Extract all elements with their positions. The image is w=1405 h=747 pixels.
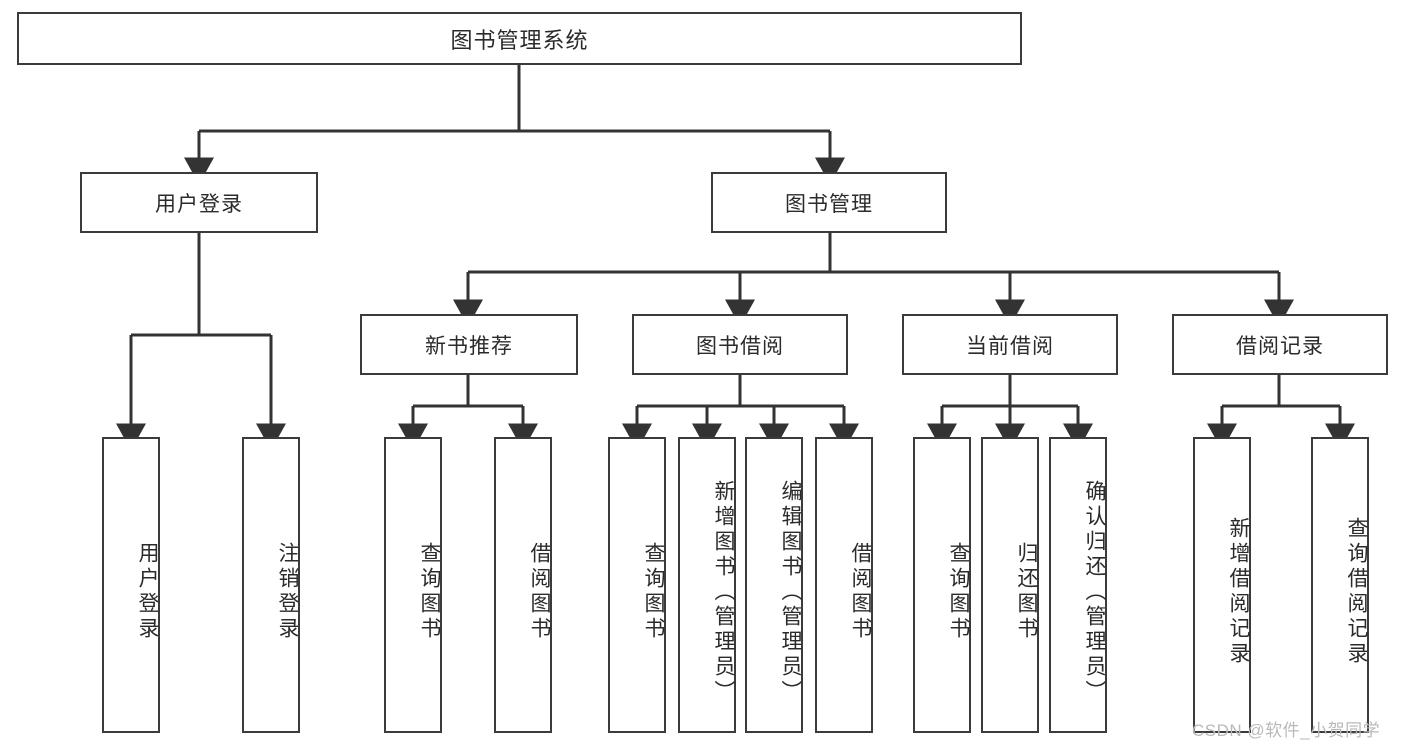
node-book-management[interactable]: 图书管理 bbox=[711, 172, 947, 233]
leaf-borrow-query-book[interactable]: 查询图书 bbox=[608, 437, 666, 733]
leaf-recommend-borrow-book[interactable]: 借阅图书 bbox=[494, 437, 552, 733]
node-label: 查询图书 bbox=[418, 542, 441, 642]
node-current-borrow[interactable]: 当前借阅 bbox=[902, 314, 1118, 375]
node-label: 借阅图书 bbox=[849, 542, 872, 642]
leaf-user-login[interactable]: 用户登录 bbox=[102, 437, 160, 733]
leaf-borrow-add-book-admin[interactable]: 新增图书（管理员） bbox=[678, 437, 736, 733]
leaf-current-confirm-return-admin[interactable]: 确认归还（管理员） bbox=[1049, 437, 1107, 733]
node-label: 借阅图书 bbox=[528, 542, 551, 642]
node-label: 查询图书 bbox=[947, 542, 970, 642]
node-label: 查询图书 bbox=[642, 542, 665, 642]
node-label: 编辑图书（管理员） bbox=[779, 479, 802, 705]
leaf-current-query-book[interactable]: 查询图书 bbox=[913, 437, 971, 733]
leaf-record-add-record[interactable]: 新增借阅记录 bbox=[1193, 437, 1251, 733]
node-root-system[interactable]: 图书管理系统 bbox=[17, 12, 1022, 65]
node-label: 当前借阅 bbox=[966, 334, 1054, 358]
node-label: 新书推荐 bbox=[425, 334, 513, 358]
node-borrow-record[interactable]: 借阅记录 bbox=[1172, 314, 1388, 375]
node-label: 归还图书 bbox=[1015, 542, 1038, 642]
leaf-record-query-record[interactable]: 查询借阅记录 bbox=[1311, 437, 1369, 733]
node-book-borrow[interactable]: 图书借阅 bbox=[632, 314, 848, 375]
node-label: 图书管理 bbox=[785, 192, 873, 216]
node-label: 新增图书（管理员） bbox=[712, 479, 735, 705]
node-label: 图书借阅 bbox=[696, 334, 784, 358]
node-user-login[interactable]: 用户登录 bbox=[80, 172, 318, 233]
node-label: 查询借阅记录 bbox=[1345, 517, 1368, 667]
leaf-current-return-book[interactable]: 归还图书 bbox=[981, 437, 1039, 733]
node-label: 图书管理系统 bbox=[450, 27, 589, 53]
leaf-recommend-query-book[interactable]: 查询图书 bbox=[384, 437, 442, 733]
node-label: 用户登录 bbox=[136, 542, 159, 642]
node-label: 注销登录 bbox=[276, 542, 299, 642]
node-new-book-recommend[interactable]: 新书推荐 bbox=[360, 314, 578, 375]
node-label: 用户登录 bbox=[155, 192, 243, 216]
node-label: 借阅记录 bbox=[1236, 334, 1324, 358]
node-label: 确认归还（管理员） bbox=[1083, 479, 1106, 705]
node-label: 新增借阅记录 bbox=[1227, 517, 1250, 667]
leaf-user-logout[interactable]: 注销登录 bbox=[242, 437, 300, 733]
leaf-borrow-borrow-book[interactable]: 借阅图书 bbox=[815, 437, 873, 733]
csdn-watermark: CSDN @软件_小贺同学 bbox=[1192, 721, 1381, 740]
leaf-borrow-edit-book-admin[interactable]: 编辑图书（管理员） bbox=[745, 437, 803, 733]
